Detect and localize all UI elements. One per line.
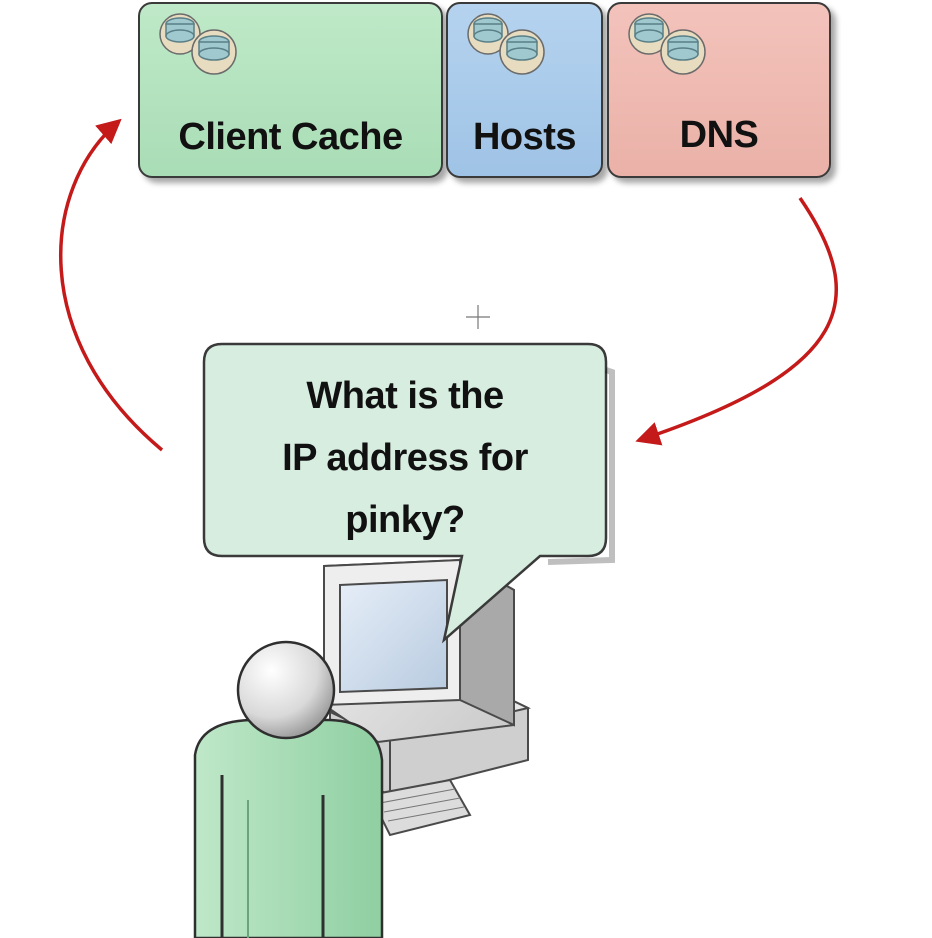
client-cache-box: Client Cache bbox=[138, 2, 443, 178]
crosshair-mark bbox=[466, 305, 490, 329]
hosts-box: Hosts bbox=[446, 2, 603, 178]
dns-box: DNS bbox=[607, 2, 831, 178]
question-line: What is the bbox=[306, 375, 504, 417]
question-line: IP address for bbox=[282, 437, 528, 479]
user-icon bbox=[193, 640, 384, 938]
question-text: What is the IP address for pinky? bbox=[205, 365, 605, 551]
gears-icon bbox=[628, 13, 706, 75]
speech-bubble bbox=[202, 342, 608, 644]
dns-label: DNS bbox=[679, 114, 759, 156]
question-line: pinky? bbox=[345, 499, 465, 541]
client-cache-label: Client Cache bbox=[178, 116, 403, 158]
hosts-label: Hosts bbox=[472, 116, 577, 158]
gears-icon bbox=[467, 13, 545, 75]
query-arrow bbox=[59, 118, 164, 452]
gears-icon bbox=[159, 13, 237, 75]
dns-return-arrow bbox=[635, 197, 839, 446]
